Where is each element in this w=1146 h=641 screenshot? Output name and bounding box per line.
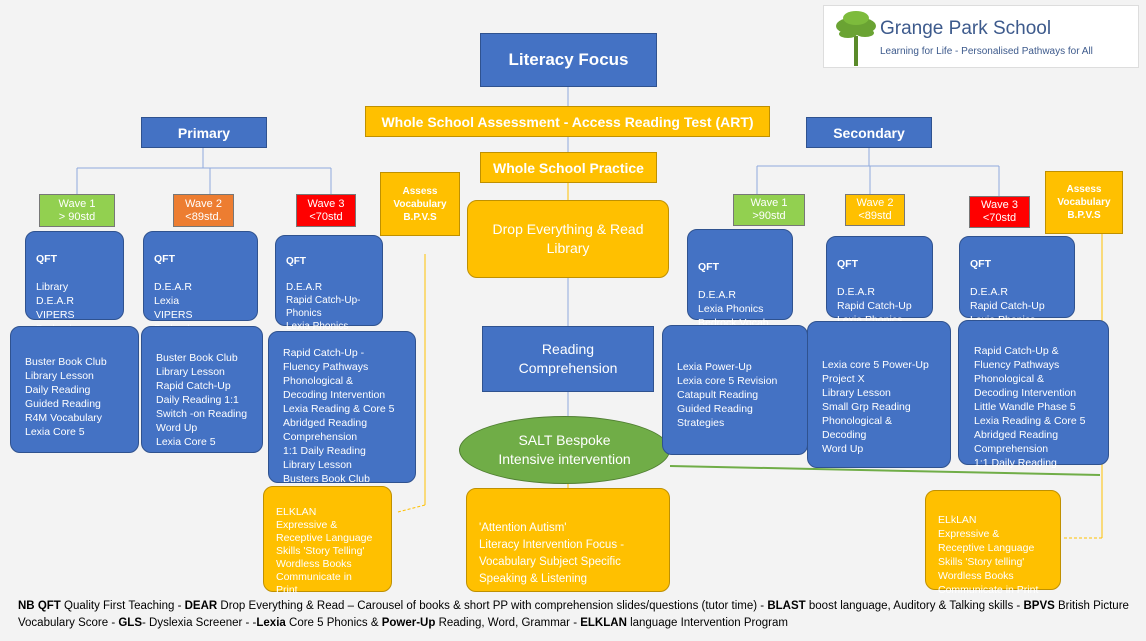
secondary-wave1-label: Wave 1 >90std bbox=[750, 197, 788, 222]
primary-wave1-badge: Wave 1 > 90std bbox=[39, 194, 115, 227]
school-tagline: Learning for Life - Personalised Pathway… bbox=[880, 46, 1093, 57]
literacy-focus-box: Literacy Focus bbox=[480, 33, 657, 87]
footer-legend: NB QFT Quality First Teaching - DEAR Dro… bbox=[18, 598, 1133, 632]
literacy-focus-label: Literacy Focus bbox=[508, 50, 629, 69]
secondary-qft3-title: QFT bbox=[970, 258, 991, 270]
footer-powerup-value: Reading, Word, Grammar - bbox=[435, 617, 581, 629]
primary-wave3-badge: Wave 3 <70std bbox=[296, 194, 356, 227]
footer-bpvs-value: British Picture Vocabulary Score - bbox=[18, 600, 1129, 629]
primary-list3-text: Rapid Catch-Up - Fluency Pathways Phonol… bbox=[283, 347, 395, 485]
primary-wave2-badge: Wave 2 <89std. bbox=[173, 194, 234, 227]
primary-elklan-box: ELKLAN Expressive & Receptive Language S… bbox=[263, 486, 392, 596]
primary-qft2-box: QFT D.E.A.R Lexia VIPERS Bedrock bbox=[143, 231, 258, 335]
secondary-wave2-badge: Wave 2 <89std bbox=[845, 194, 905, 226]
salt-label: SALT Bespoke Intensive intervention bbox=[498, 432, 631, 467]
primary-elklan-text: ELKLAN Expressive & Receptive Language S… bbox=[276, 506, 373, 596]
primary-list3-box: Rapid Catch-Up - Fluency Pathways Phonol… bbox=[268, 331, 416, 485]
footer-qft-key: QFT bbox=[37, 600, 61, 612]
secondary-list3-text: Rapid Catch-Up & Fluency Pathways Phonol… bbox=[974, 345, 1086, 469]
school-name: Grange Park School bbox=[880, 18, 1052, 39]
primary-qft3-box: QFT D.E.A.R Rapid Catch-Up- Phonics Lexi… bbox=[275, 235, 383, 345]
primary-wave3-label: Wave 3 <70std bbox=[307, 197, 345, 223]
secondary-elklan-text: ELkLAN Expressive & Receptive Language S… bbox=[938, 514, 1039, 596]
attention-autism-box: 'Attention Autism' Literacy Intervention… bbox=[466, 488, 670, 592]
tree-icon bbox=[836, 11, 876, 66]
footer-nb: NB bbox=[18, 600, 35, 612]
practice-box: Whole School Practice bbox=[480, 152, 657, 183]
secondary-wave3-badge: Wave 3 <70std bbox=[969, 196, 1030, 228]
school-logo: Grange Park School Learning for Life - P… bbox=[823, 5, 1139, 68]
secondary-wave3-label: Wave 3 <70std bbox=[981, 199, 1018, 224]
footer-lexia-key: Lexia bbox=[256, 617, 286, 629]
primary-list1-box: Buster Book Club Library Lesson Daily Re… bbox=[10, 326, 139, 453]
secondary-elklan-box: ELkLAN Expressive & Receptive Language S… bbox=[925, 490, 1061, 596]
secondary-qft1-text: D.E.A.R Lexia Phonics Bedrock Vocab bbox=[698, 289, 769, 329]
secondary-qft1-title: QFT bbox=[698, 261, 719, 273]
primary-assess-label: Assess Vocabulary B.P.V.S bbox=[393, 185, 447, 223]
footer-elklan-key: ELKLAN bbox=[580, 617, 627, 629]
secondary-assess-box: Assess Vocabulary B.P.V.S bbox=[1045, 171, 1123, 234]
salt-ellipse: SALT Bespoke Intensive intervention bbox=[459, 416, 670, 484]
dear-library-box: Drop Everything & Read Library bbox=[467, 200, 669, 278]
secondary-title: Secondary bbox=[833, 124, 905, 141]
secondary-list2-text: Lexia core 5 Power-Up Project X Library … bbox=[822, 359, 929, 455]
secondary-list2-box: Lexia core 5 Power-Up Project X Library … bbox=[807, 321, 951, 468]
primary-qft2-title: QFT bbox=[154, 253, 175, 265]
secondary-assess-label: Assess Vocabulary B.P.V.S bbox=[1057, 184, 1111, 221]
primary-list2-box: Buster Book Club Library Lesson Rapid Ca… bbox=[141, 326, 263, 453]
footer-dear-key: DEAR bbox=[184, 600, 218, 612]
primary-title: Primary bbox=[177, 124, 231, 141]
primary-list2-text: Buster Book Club Library Lesson Rapid Ca… bbox=[156, 352, 248, 448]
secondary-qft2-box: QFT D.E.A.R Rapid Catch-Up Lexia Phonics… bbox=[826, 236, 933, 340]
footer-gls-value: - Dyslexia Screener - - bbox=[142, 617, 257, 629]
footer-dear-value: Drop Everything & Read – Carousel of boo… bbox=[217, 600, 768, 612]
secondary-list1-box: Lexia Power-Up Lexia core 5 Revision Cat… bbox=[662, 325, 808, 455]
secondary-qft3-box: QFT D.E.A.R Rapid Catch-Up Lexia Phonics… bbox=[959, 236, 1075, 340]
secondary-qft2-title: QFT bbox=[837, 258, 858, 270]
primary-wave2-label: Wave 2 <89std. bbox=[185, 197, 222, 223]
primary-header: Primary bbox=[141, 117, 267, 148]
footer-blast-value: boost language, Auditory & Talking skill… bbox=[805, 600, 1024, 612]
footer-qft-value: Quality First Teaching - bbox=[60, 600, 185, 612]
assessment-box: Whole School Assessment - Access Reading… bbox=[365, 106, 770, 137]
reading-comprehension-label: Reading Comprehension bbox=[518, 341, 618, 376]
primary-assess-box: Assess Vocabulary B.P.V.S bbox=[380, 172, 460, 236]
primary-wave1-label: Wave 1 > 90std bbox=[58, 197, 96, 223]
secondary-header: Secondary bbox=[806, 117, 932, 148]
dear-library-label: Drop Everything & Read Library bbox=[492, 221, 644, 256]
footer-bpvs-key: BPVS bbox=[1023, 600, 1055, 612]
primary-qft3-title: QFT bbox=[286, 256, 306, 267]
practice-label: Whole School Practice bbox=[493, 159, 644, 176]
reading-comprehension-box: Reading Comprehension bbox=[482, 326, 654, 392]
assessment-label: Whole School Assessment - Access Reading… bbox=[381, 113, 754, 130]
secondary-list3-box: Rapid Catch-Up & Fluency Pathways Phonol… bbox=[958, 320, 1109, 469]
secondary-wave2-label: Wave 2 <89std bbox=[856, 197, 894, 222]
footer-lexia-value: Core 5 Phonics & bbox=[285, 617, 382, 629]
footer-blast-key: BLAST bbox=[767, 600, 806, 612]
footer-gls-key: GLS bbox=[118, 617, 142, 629]
secondary-list1-text: Lexia Power-Up Lexia core 5 Revision Cat… bbox=[677, 361, 778, 429]
secondary-qft1-box: QFT D.E.A.R Lexia Phonics Bedrock Vocab bbox=[687, 229, 793, 329]
footer-powerup-key: Power-Up bbox=[381, 617, 436, 629]
primary-qft1-box: QFT Library D.E.A.R VIPERS Bedrock bbox=[25, 231, 124, 335]
primary-list1-text: Buster Book Club Library Lesson Daily Re… bbox=[25, 356, 107, 438]
primary-qft1-title: QFT bbox=[36, 253, 57, 265]
attention-autism-text: 'Attention Autism' Literacy Intervention… bbox=[479, 522, 625, 585]
footer-elklan-value: language Intervention Program bbox=[626, 617, 788, 629]
secondary-wave1-badge: Wave 1 >90std bbox=[733, 194, 805, 226]
